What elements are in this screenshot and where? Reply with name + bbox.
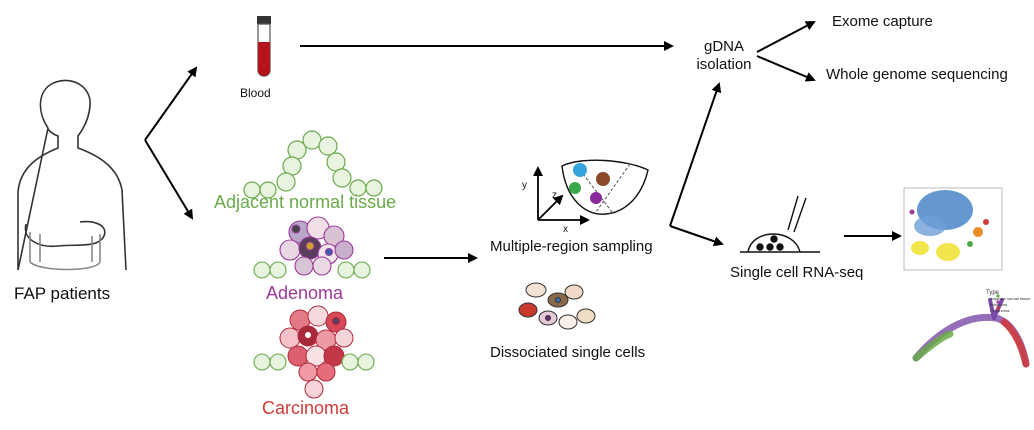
tsne-plot-icon bbox=[903, 187, 1003, 271]
axis-z-label: z bbox=[552, 190, 557, 201]
whole-genome-sequencing-label: Whole genome sequencing bbox=[826, 66, 1008, 83]
legend-title: Type bbox=[986, 290, 1000, 296]
blood-tube-icon bbox=[257, 16, 271, 77]
adjacent-normal-tissue-icon bbox=[243, 130, 383, 199]
adenoma-base-cells bbox=[253, 261, 371, 279]
adjacent-normal-tissue-label: Adjacent normal tissue bbox=[214, 192, 397, 212]
axis-y-label: y bbox=[522, 180, 527, 191]
single-cell-rna-seq-label: Single cell RNA-seq bbox=[730, 264, 864, 281]
bowl-3d-sampling-icon bbox=[533, 159, 649, 225]
blood-label: Blood bbox=[240, 86, 271, 100]
pipette-cell-icon bbox=[740, 195, 820, 253]
carcinoma-label: Carcinoma bbox=[262, 398, 350, 418]
legend-item: Adjacent normal tissue bbox=[990, 296, 1031, 301]
carcinoma-tissue-icon bbox=[279, 305, 354, 399]
dissociated-single-cells-label: Dissociated single cells bbox=[490, 344, 646, 361]
adenoma-label: Adenoma bbox=[266, 283, 344, 303]
dissociated-cells-icon bbox=[518, 282, 596, 330]
legend-item: Adenoma bbox=[990, 302, 1008, 307]
gdna-label-line1: gDNA bbox=[703, 38, 744, 55]
human-silhouette-icon bbox=[17, 79, 127, 271]
axis-x-label: x bbox=[563, 224, 568, 235]
multiple-region-sampling-label: Multiple-region sampling bbox=[490, 238, 653, 255]
carcinoma-base-cells bbox=[253, 353, 375, 371]
gdna-label-line2: isolation bbox=[696, 56, 752, 73]
trajectory-plot-icon bbox=[912, 294, 1030, 368]
adenoma-tissue-icon bbox=[279, 216, 354, 276]
fap-patients-label: FAP patients bbox=[14, 284, 111, 303]
legend-item: Carcinoma bbox=[990, 308, 1010, 313]
exome-capture-label: Exome capture bbox=[832, 13, 933, 30]
flow-arrows bbox=[144, 21, 902, 263]
